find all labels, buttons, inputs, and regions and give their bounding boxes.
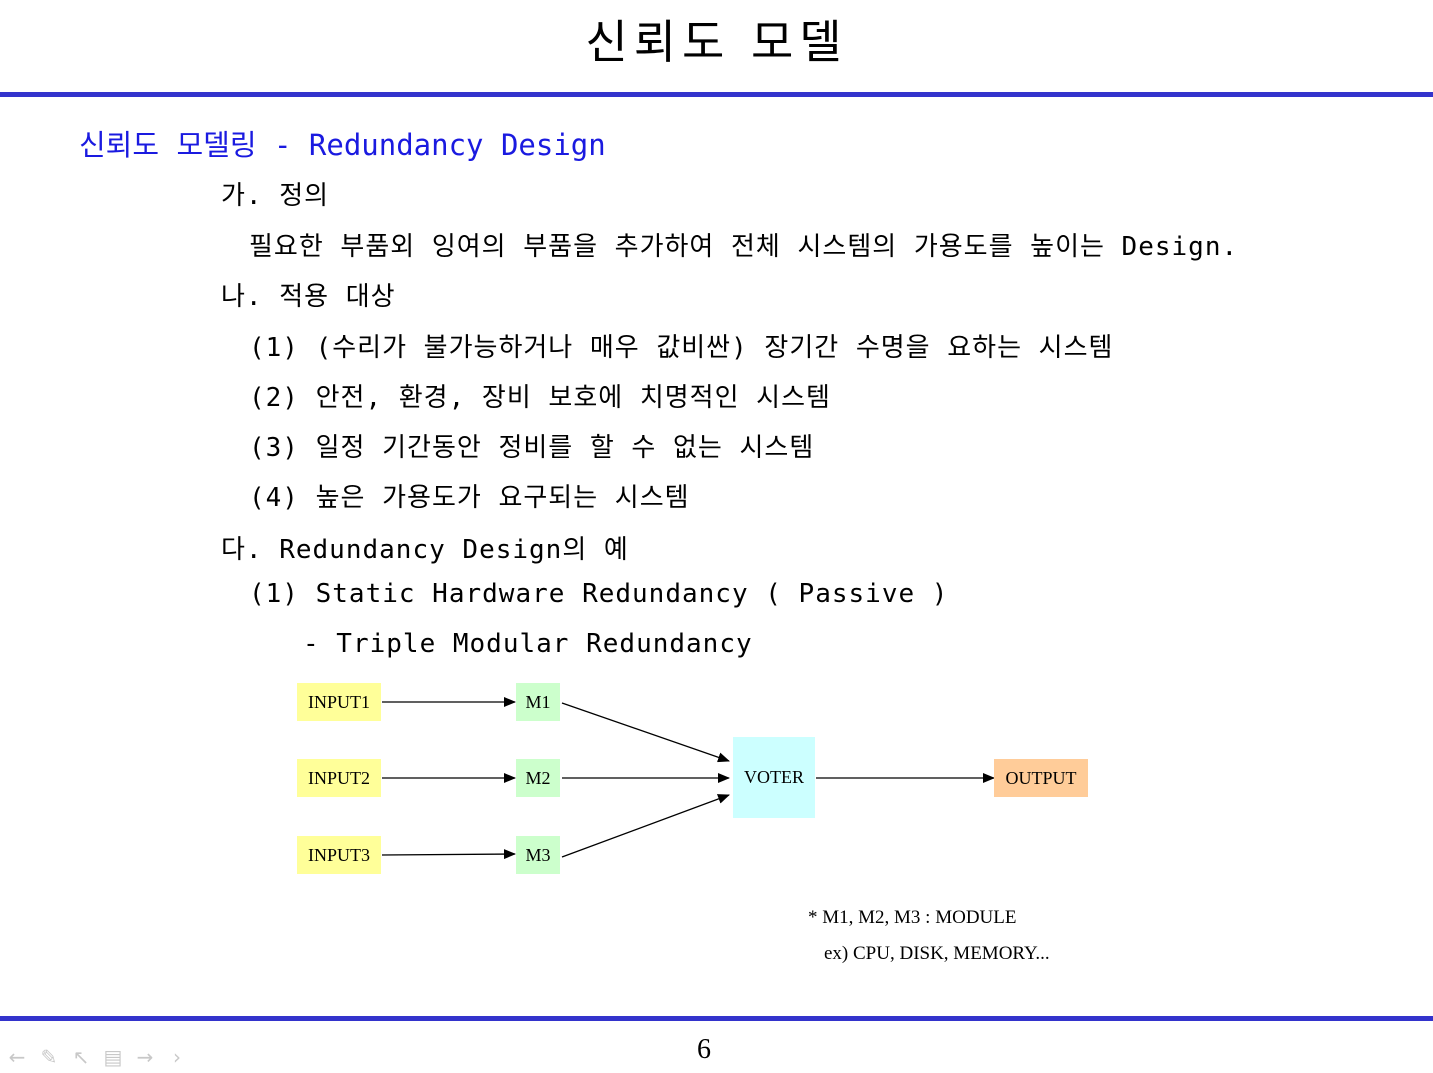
- arrow-left-icon[interactable]: ←: [8, 1045, 26, 1069]
- section-subtitle: 신뢰도 모델링 - Redundancy Design: [79, 128, 606, 162]
- module-m3-box: M3: [516, 836, 560, 874]
- input3-box: INPUT3: [297, 836, 381, 874]
- example-item: (1) Static Hardware Redundancy ( Passive…: [249, 579, 949, 609]
- module-example-note: ex) CPU, DISK, MEMORY...: [824, 943, 1050, 964]
- arrow-input3-m3: [381, 849, 516, 860]
- input2-box: INPUT2: [297, 759, 381, 797]
- slideshow-navbar: ← ✎ ↖ ▤ → ›: [6, 1045, 188, 1069]
- page-number: 6: [697, 1034, 711, 1065]
- top-divider: [0, 92, 1433, 97]
- application-heading: 나. 적용 대상: [221, 282, 396, 312]
- chevron-right-icon[interactable]: ›: [173, 1045, 181, 1069]
- arrow-right-icon[interactable]: →: [136, 1045, 154, 1069]
- module-note: * M1, M2, M3 : MODULE: [808, 907, 1017, 928]
- application-item-1: (1) (수리가 불가능하거나 매우 값비싼) 장기간 수명을 요하는 시스템: [249, 333, 1114, 363]
- output-box: OUTPUT: [994, 759, 1088, 797]
- page-icon[interactable]: ▤: [103, 1045, 123, 1069]
- voter-box: VOTER: [733, 737, 815, 818]
- application-item-2: (2) 안전, 환경, 장비 보호에 치명적인 시스템: [249, 383, 831, 413]
- example-subitem: - Triple Modular Redundancy: [303, 629, 753, 659]
- pen-icon[interactable]: ✎: [40, 1045, 58, 1069]
- arrow-m1-voter: [561, 702, 730, 763]
- module-m1-box: M1: [516, 683, 560, 721]
- application-item-3: (3) 일정 기간동안 정비를 할 수 없는 시스템: [249, 433, 815, 463]
- application-item-4: (4) 높은 가용도가 요구되는 시스템: [249, 483, 690, 513]
- bottom-divider: [0, 1016, 1433, 1021]
- definition-heading: 가. 정의: [221, 181, 330, 211]
- input1-box: INPUT1: [297, 683, 381, 721]
- arrow-m3-voter: [561, 794, 730, 858]
- definition-text: 필요한 부품외 잉여의 부품을 추가하여 전체 시스템의 가용도를 높이는 De…: [249, 232, 1239, 262]
- slide-title: 신뢰도 모델: [585, 15, 848, 69]
- pointer-icon[interactable]: ↖: [72, 1045, 90, 1069]
- example-heading: 다. Redundancy Design의 예: [221, 535, 629, 565]
- module-m2-box: M2: [516, 759, 560, 797]
